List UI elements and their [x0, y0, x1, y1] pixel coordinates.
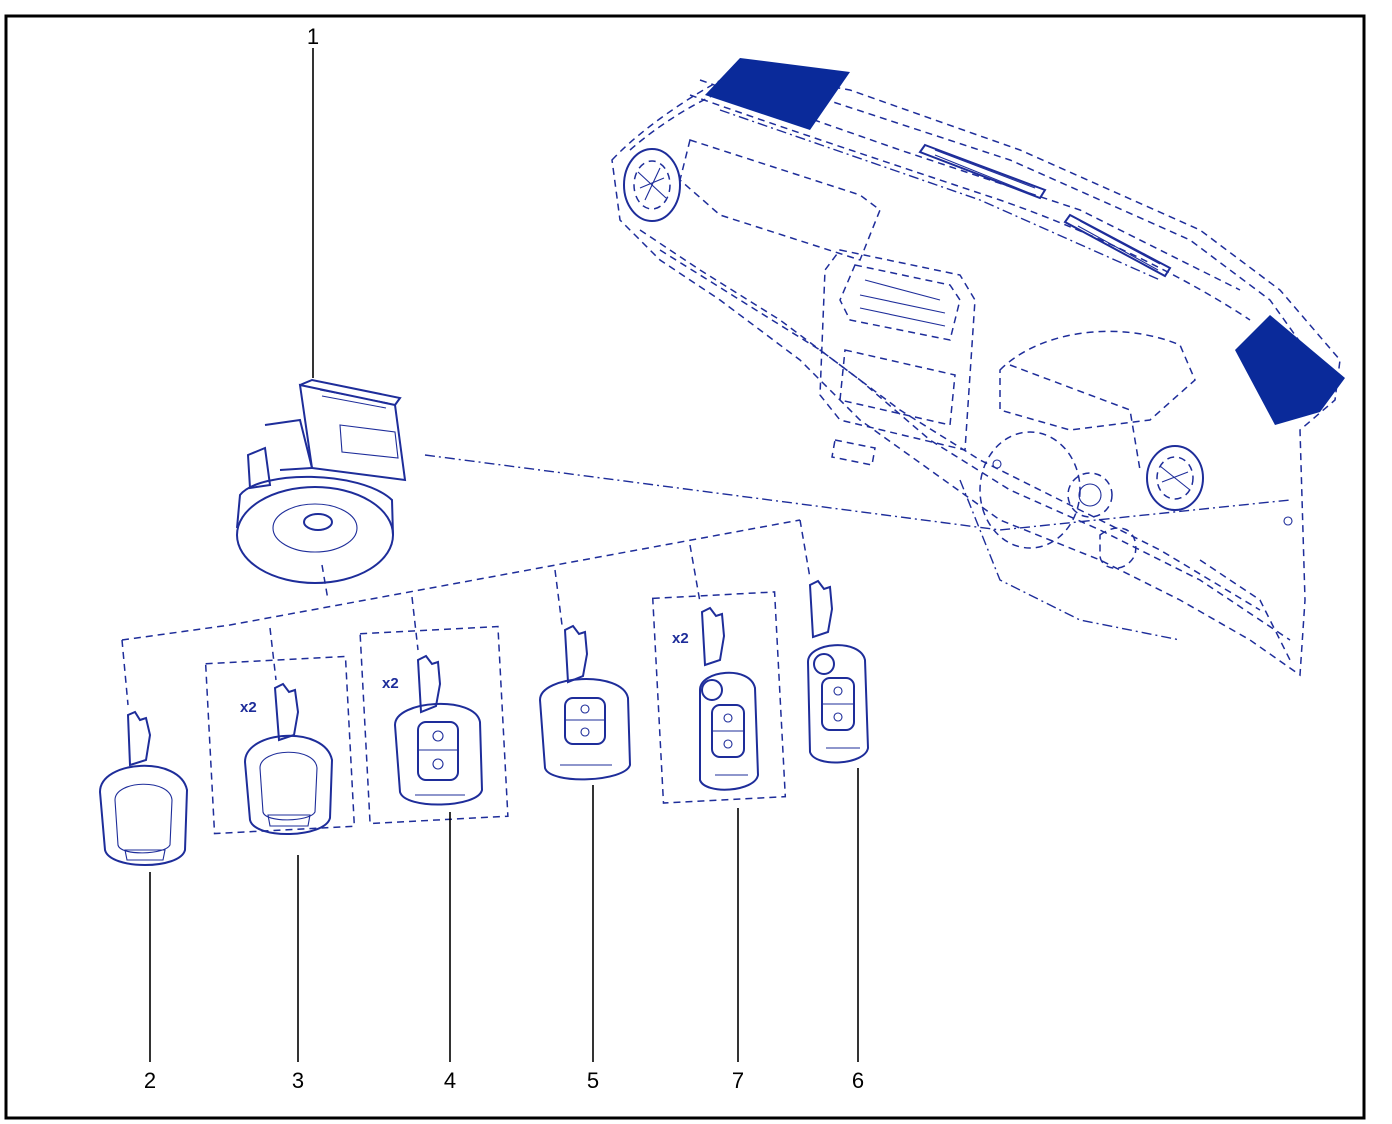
key-2 [98, 710, 189, 866]
callout-4: 4 [444, 1068, 456, 1093]
callout-6: 6 [852, 1068, 864, 1093]
key-4-group-box [359, 625, 509, 825]
key-5 [538, 624, 632, 781]
ignition-switch [236, 378, 407, 584]
diagram-frame [4, 14, 1366, 1120]
key-4 [393, 654, 484, 806]
callout-2: 2 [144, 1068, 156, 1093]
callout-5: 5 [587, 1068, 599, 1093]
key-7 [699, 606, 760, 791]
key-6 [806, 579, 870, 764]
key-4-multiplier: x2 [382, 675, 399, 692]
key-7-group-box [651, 591, 787, 804]
connection-lines [121, 454, 1291, 706]
key-3 [243, 682, 334, 836]
key-3-multiplier: x2 [240, 699, 257, 716]
callout-7: 7 [732, 1068, 744, 1093]
callout-1: 1 [307, 24, 319, 49]
dashboard-illustration [611, 58, 1345, 677]
leader-lines [149, 48, 859, 1062]
key-7-multiplier: x2 [672, 630, 689, 647]
key-3-group-box [204, 655, 356, 835]
callout-3: 3 [292, 1068, 304, 1093]
